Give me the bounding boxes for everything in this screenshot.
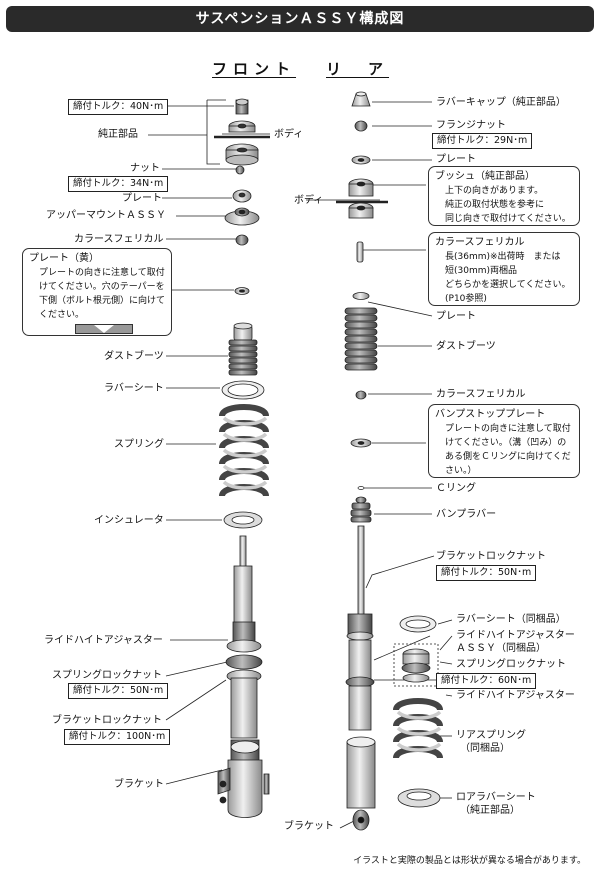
note-line: 純正の取付状態を参考に xyxy=(445,200,545,210)
front-spring-lock-nut: スプリングロックナット xyxy=(52,670,162,681)
rear-ride-height-adjuster-assy-2: ＡＳＳＹ（同梱品） xyxy=(456,643,546,654)
front-insulator: インシュレータ xyxy=(94,515,164,526)
note-line: 下側（ボルト根元側）に向けて xyxy=(39,296,166,306)
note-line: 長(36mm)※出荷時 または xyxy=(445,252,561,262)
note-line: プレートの向きに注意して取付 xyxy=(39,268,165,278)
rear-lower-rubber-seat-sub: （純正部品） xyxy=(460,805,520,816)
bush-note-title: ブッシュ（純正部品） xyxy=(435,171,535,182)
rear-ride-height-adjuster-assy: ライドハイトアジャスター xyxy=(456,630,575,641)
note-line: どちらかを選択してください。 xyxy=(445,280,571,290)
front-nut: ナット xyxy=(130,163,160,174)
collar-note-title: カラースフェリカル xyxy=(435,237,525,248)
front-rubber-seat: ラバーシート xyxy=(104,383,164,394)
front-torque-top: 締付トルク：40N･m xyxy=(68,99,169,115)
rear-header: リ ア xyxy=(326,60,390,78)
diagram-title: サスペンションＡＳＳＹ構成図 xyxy=(6,6,594,32)
rear-lower-rubber-seat: ロアラバーシート xyxy=(456,792,536,803)
rear-assembly xyxy=(336,91,443,831)
note-line: ある側をＣリングに向けてくだ xyxy=(445,452,571,462)
rear-flange-nut: フランジナット xyxy=(436,120,506,131)
bush-note: ブッシュ（純正部品） 上下の向きがあります。 純正の取付状態を参考に 同じ向きで… xyxy=(428,166,580,226)
front-dust-boot: ダストブーツ xyxy=(104,351,164,362)
front-torque-bracket-lock: 締付トルク：100N･m xyxy=(64,729,171,745)
front-torque-nut: 締付トルク：34N･m xyxy=(68,176,169,192)
note-line: 短(30mm)両梱品 xyxy=(445,266,518,276)
front-header: フロント xyxy=(212,60,297,78)
rear-collar: カラースフェリカル xyxy=(436,389,526,400)
note-line: けてください。（溝（凹み）の xyxy=(445,438,567,448)
rear-rubber-cap: ラバーキャップ（純正部品） xyxy=(436,97,566,108)
leader-lines xyxy=(148,99,453,829)
disclaimer: イラストと実際の製品とは形状が異なる場合があります。 xyxy=(353,856,586,866)
bump-stop-note-title: バンプストッププレート xyxy=(435,409,546,420)
plate-taper-diagram xyxy=(75,324,133,334)
rear-body-label: ボディ xyxy=(294,195,324,206)
rear-dust-boot: ダストブーツ xyxy=(436,341,496,352)
rear-bracket: ブラケット xyxy=(284,821,334,832)
front-body-label: ボディ xyxy=(274,129,304,140)
rear-plate-2: プレート xyxy=(436,311,476,322)
front-bracket-lock-nut: ブラケットロックナット xyxy=(52,715,162,726)
front-bracket: ブラケット xyxy=(114,779,164,790)
plate-yellow-note-title: プレート（黄） xyxy=(29,253,99,264)
note-line: さい。） xyxy=(445,466,477,476)
rear-spring-sub: （同梱品） xyxy=(460,743,510,754)
rear-rubber-seat: ラバーシート（同梱品） xyxy=(456,614,566,625)
front-ride-height-adjuster: ライドハイトアジャスター xyxy=(44,635,163,646)
rear-plate: プレート xyxy=(436,154,476,165)
rear-bracket-lock-nut: ブラケットロックナット xyxy=(436,551,546,562)
note-line: (P10参照) xyxy=(445,294,487,304)
rear-spring: リアスプリング xyxy=(456,730,526,741)
bump-stop-note: バンプストッププレート プレートの向きに注意して取付 けてください。（溝（凹み）… xyxy=(428,404,580,478)
note-line: 上下の向きがあります。 xyxy=(445,186,544,196)
front-genuine-parts: 純正部品 xyxy=(98,129,138,140)
note-line: ください。 xyxy=(39,310,85,320)
front-collar: カラースフェリカル xyxy=(74,234,164,245)
front-torque-spring-lock: 締付トルク：50N･m xyxy=(68,683,169,699)
rear-torque-flange: 締付トルク：29N･m xyxy=(432,133,533,149)
note-line: プレートの向きに注意して取付 xyxy=(445,424,571,434)
collar-note: カラースフェリカル 長(36mm)※出荷時 または 短(30mm)両梱品 どちら… xyxy=(428,232,580,306)
note-line: けてください。穴のテーパーを xyxy=(39,282,165,292)
rear-torque-spring-lock: 締付トルク：60N･m xyxy=(436,673,537,689)
front-plate: プレート xyxy=(122,193,162,204)
plate-yellow-note: プレート（黄） プレートの向きに注意して取付 けてください。穴のテーパーを 下側… xyxy=(22,248,172,336)
rear-spring-lock-nut: スプリングロックナット xyxy=(456,659,566,670)
front-assembly xyxy=(214,98,270,818)
rear-ride-height-adjuster: ライドハイトアジャスター xyxy=(456,690,575,701)
rear-c-ring: Ｃリング xyxy=(436,483,476,494)
rear-bump-rubber: バンプラバー xyxy=(436,509,497,520)
note-line: 同じ向きで取付けてください。 xyxy=(445,214,571,224)
front-upper-mount: アッパーマウントＡＳＳＹ xyxy=(46,210,166,221)
rear-torque-bracket-lock: 締付トルク：50N･m xyxy=(436,565,537,581)
front-spring: スプリング xyxy=(114,439,164,450)
